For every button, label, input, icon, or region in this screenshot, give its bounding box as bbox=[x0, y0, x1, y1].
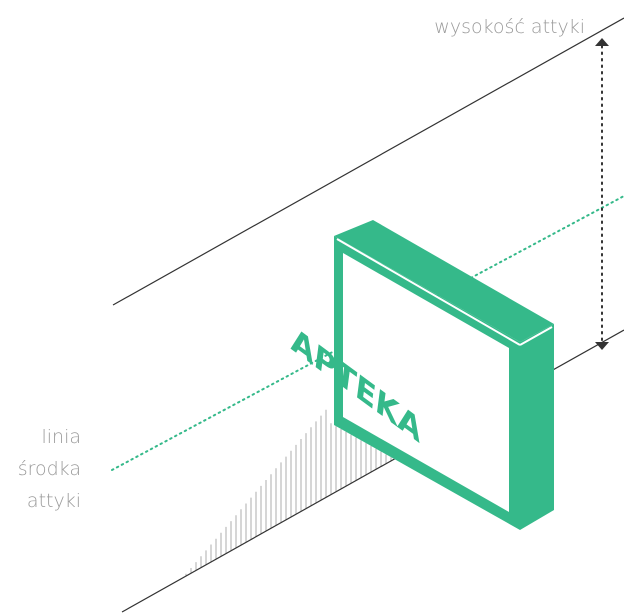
sign-edge-highlight bbox=[336, 238, 521, 346]
arrow-up-icon bbox=[595, 38, 609, 46]
attic-center-line bbox=[111, 195, 624, 471]
arrow-down-icon bbox=[595, 342, 609, 350]
sign-top-face bbox=[334, 220, 554, 342]
sign-front-panel bbox=[343, 253, 509, 512]
sign-side-face bbox=[520, 324, 554, 530]
wall-hatching bbox=[185, 409, 392, 576]
attic-height-dimension bbox=[595, 38, 609, 350]
attic-height-label: wysokość attyki bbox=[434, 16, 585, 38]
sign-edge-highlight-2 bbox=[519, 326, 553, 346]
attic-top-line bbox=[112, 17, 624, 306]
centerline-label-line1: linia bbox=[41, 426, 81, 448]
centerline-label-line2: środka bbox=[18, 458, 81, 480]
pharmacy-sign: APTEKA bbox=[289, 220, 554, 530]
centerline-label-line3: attyki bbox=[27, 490, 81, 512]
